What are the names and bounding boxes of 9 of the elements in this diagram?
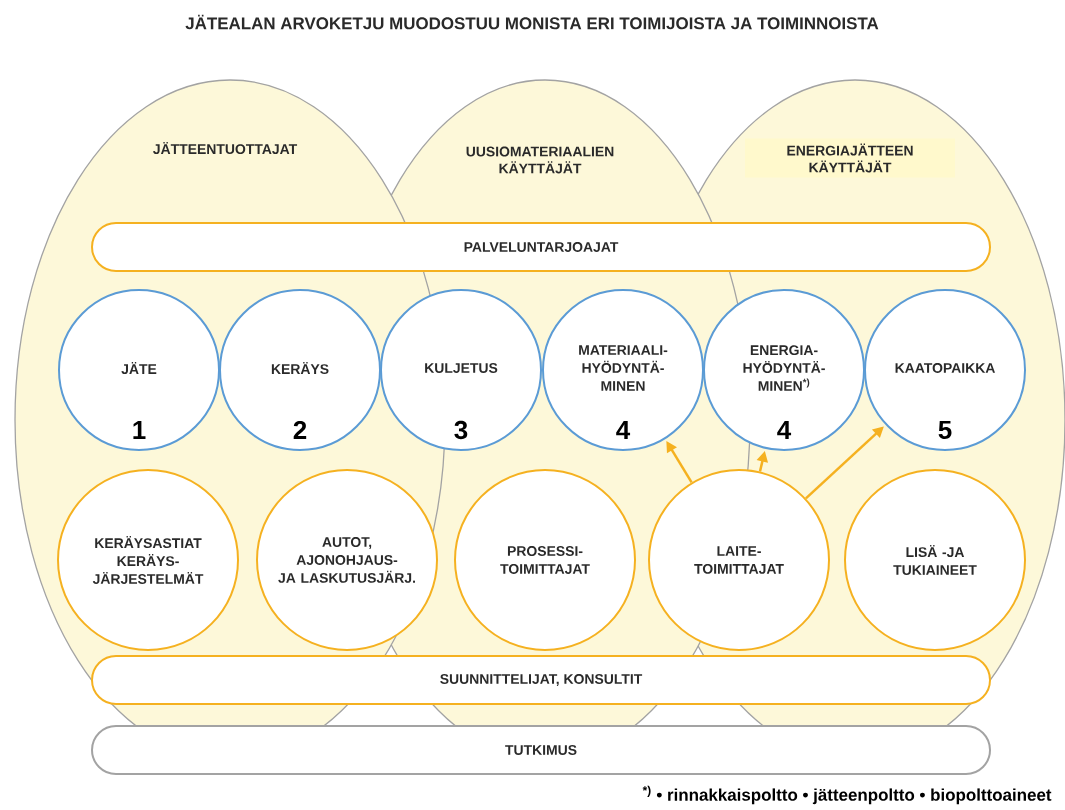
band: PALVELUNTARJOAJAT <box>91 222 991 272</box>
band: TUTKIMUS <box>91 725 991 775</box>
group-heading: UUSIOMATERIAALIEN KÄYTTÄJÄT <box>466 146 614 174</box>
arrow <box>805 426 884 500</box>
group-heading: JÄTTEENTUOTTAJAT <box>153 141 298 155</box>
group-heading: ENERGIAJÄTTEEN KÄYTTÄJÄT <box>745 138 955 178</box>
title: JÄTEALAN ARVOKETJU MUODOSTUU MONISTA ERI TOIMIJOISTA JA TOIMINNOISTA <box>185 14 879 30</box>
band: SUUNNITTELIJAT, KONSULTIT <box>91 655 991 705</box>
arrow <box>666 441 693 483</box>
